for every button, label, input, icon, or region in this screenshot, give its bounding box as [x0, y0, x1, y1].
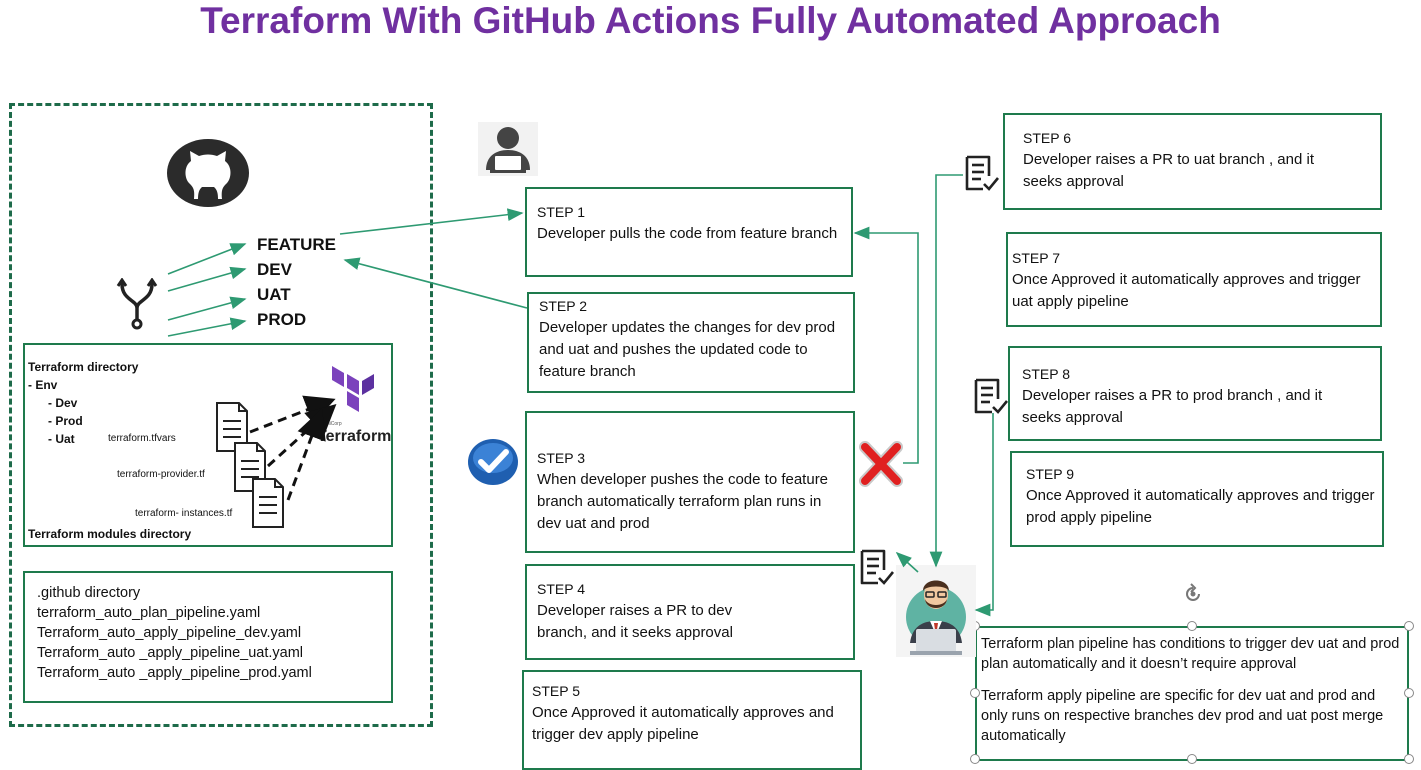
branch-label-uat: UAT: [257, 285, 291, 304]
github-dir-line: .github directory: [37, 585, 141, 601]
file-to-terraform-arrow: [266, 403, 337, 468]
terraform-directory-box: [23, 343, 393, 547]
step-9-box: STEP 9 Once Approved it automatically ap…: [1010, 451, 1384, 547]
step-8-text: Developer raises a PR to prod branch , a…: [1022, 387, 1323, 426]
github-dir-line: Terraform_auto _apply_pipeline_prod.yaml: [37, 665, 312, 681]
notes-paragraph-1: Terraform plan pipeline has conditions t…: [981, 636, 1400, 672]
file-icon: [252, 478, 284, 528]
document-check-icon: [965, 155, 1000, 191]
step-1-text: Developer pulls the code from feature br…: [537, 225, 838, 242]
arrow-cross-to-step1: [853, 226, 919, 464]
step-4-heading: STEP 4: [537, 581, 585, 597]
checkmark-badge-icon: [468, 439, 518, 485]
tf-tree-prod: - Prod: [48, 414, 83, 428]
step-6-heading: STEP 6: [1023, 130, 1071, 146]
step-3-heading: STEP 3: [537, 450, 585, 466]
file-to-terraform-arrow: [249, 395, 336, 434]
resize-handle[interactable]: [1187, 621, 1197, 631]
arrow-step2-to-feature: [343, 257, 528, 309]
branch-label-prod: PROD: [257, 310, 307, 329]
branch-label-dev: DEV: [257, 260, 292, 279]
resize-handle[interactable]: [1404, 688, 1414, 698]
branch-icon: [116, 278, 158, 330]
step-7-text: Once Approved it automatically approves …: [1012, 271, 1361, 310]
tf-file-instances: terraform- instances.tf: [135, 508, 233, 519]
step-9-text: Once Approved it automatically approves …: [1026, 487, 1375, 526]
arrow-approver-to-step4-doc: [895, 551, 919, 573]
step-5-box: STEP 5 Once Approved it automatically ap…: [522, 670, 862, 770]
branch-label-feature: FEATURE: [257, 235, 337, 254]
arrow-feature-to-step1: [339, 208, 524, 235]
step-2-box: STEP 2 Developer updates the changes for…: [527, 292, 855, 393]
tf-tree-env: - Env: [28, 378, 58, 392]
step-7-box: STEP 7 Once Approved it automatically ap…: [1006, 232, 1382, 327]
step-5-heading: STEP 5: [532, 683, 580, 699]
resize-handle[interactable]: [1404, 621, 1414, 631]
resize-handle[interactable]: [970, 688, 980, 698]
github-dir-line: Terraform_auto_apply_pipeline_dev.yaml: [37, 625, 302, 641]
step-3-box: STEP 3 When developer pushes the code to…: [525, 411, 855, 553]
step-2-text: Developer updates the changes for dev pr…: [539, 319, 836, 380]
document-check-icon: [974, 378, 1009, 414]
arrow-step8-to-approver: [974, 413, 994, 617]
step-7-heading: STEP 7: [1012, 250, 1060, 266]
step-1-heading: STEP 1: [537, 204, 585, 220]
step-4-box: STEP 4 Developer raises a PR to dev bran…: [525, 564, 855, 660]
branch-arrow-feature: [167, 243, 247, 275]
github-icon: [167, 139, 249, 207]
step-8-heading: STEP 8: [1022, 366, 1070, 382]
file-icon: [216, 402, 248, 452]
step-9-heading: STEP 9: [1026, 466, 1074, 482]
terraform-logo-icon: [332, 366, 374, 412]
tf-tree-uat: - Uat: [48, 432, 75, 446]
arrow-step6-to-approver: [929, 174, 963, 568]
tf-file-provider: terraform-provider.tf: [117, 469, 205, 480]
step-4-text: Developer raises a PR to dev branch, and…: [537, 602, 733, 641]
step-2-heading: STEP 2: [539, 298, 587, 314]
branch-arrow-prod: [167, 317, 247, 337]
tf-file-tfvars: terraform.tfvars: [108, 433, 176, 444]
diagram-title: Terraform With GitHub Actions Fully Auto…: [200, 0, 1221, 41]
approver-avatar-icon: [896, 565, 976, 657]
github-dir-line: terraform_auto_plan_pipeline.yaml: [37, 605, 261, 621]
step-6-box: STEP 6 Developer raises a PR to uat bran…: [1003, 113, 1382, 210]
step-3-text: When developer pushes the code to featur…: [537, 471, 829, 532]
branch-arrow-uat: [167, 296, 247, 321]
github-directory-box: .github directory terraform_auto_plan_pi…: [23, 571, 393, 703]
step-1-box: STEP 1 Developer pulls the code from fea…: [525, 187, 853, 277]
step-5-text: Once Approved it automatically approves …: [532, 704, 834, 743]
branch-arrow-dev: [167, 266, 247, 292]
github-dir-line: Terraform_auto _apply_pipeline_uat.yaml: [37, 645, 303, 661]
document-check-icon: [860, 549, 895, 585]
tf-modules-heading: Terraform modules directory: [28, 527, 192, 541]
rotate-handle-icon[interactable]: [1181, 582, 1205, 606]
red-cross-icon: [859, 441, 903, 487]
tf-dir-heading: Terraform directory: [28, 360, 139, 374]
step-6-text: Developer raises a PR to uat branch , an…: [1023, 151, 1314, 190]
repository-panel: [9, 103, 433, 727]
step-8-box: STEP 8 Developer raises a PR to prod bra…: [1008, 346, 1382, 441]
tf-tree-dev: - Dev: [48, 396, 78, 410]
file-to-terraform-arrow: [286, 408, 326, 501]
developer-icon: [478, 122, 538, 176]
notes-paragraph-2: Terraform apply pipeline are specific fo…: [981, 688, 1384, 744]
